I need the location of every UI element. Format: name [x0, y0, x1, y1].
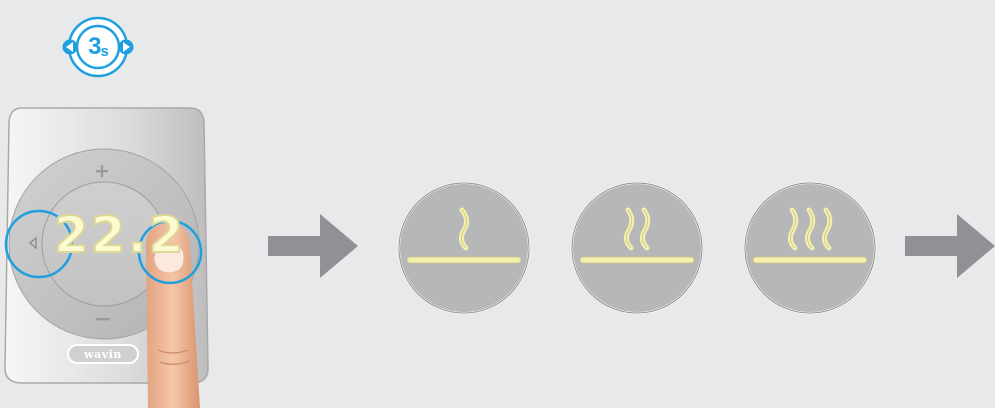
- timer-unit: s: [101, 43, 108, 60]
- temperature-display: 22.2: [54, 210, 185, 260]
- timer-value: 3: [88, 33, 100, 61]
- heat-level-2-icon: [569, 180, 705, 316]
- brand-logo: wavin: [70, 346, 136, 362]
- heat-level-3-icon: [742, 180, 878, 316]
- arrow-right-icon: [268, 214, 358, 278]
- minus-icon[interactable]: [96, 318, 110, 320]
- heat-level-1-icon: [396, 180, 532, 316]
- arrow-right-icon: [905, 214, 995, 278]
